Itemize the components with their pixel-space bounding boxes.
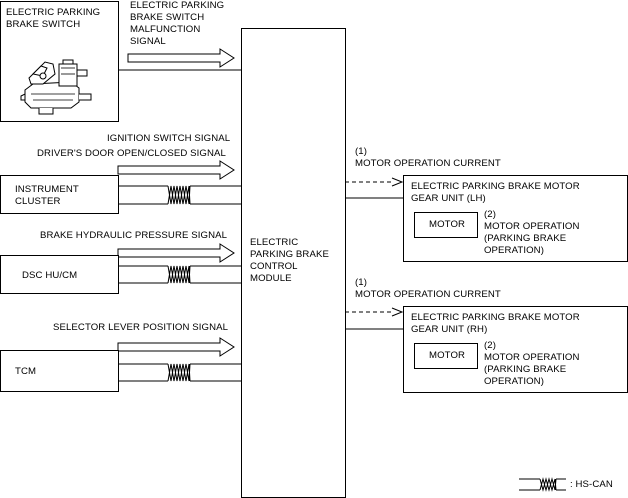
rh-motor-gear-unit-box: ELECTRIC PARKING BRAKE MOTOR GEAR UNIT (…	[403, 306, 628, 393]
hs-can-legend-label: : HS-CAN	[570, 479, 613, 490]
dsc-hu-cm-label: DSC HU/CM	[22, 270, 78, 281]
selector-lever-signal-label: SELECTOR LEVER POSITION SIGNAL	[53, 322, 229, 333]
rh-motor-label: MOTOR	[429, 350, 466, 361]
arrow-selector-lever	[117, 337, 235, 357]
lh-motor-label: MOTOR	[429, 219, 466, 230]
hs-can-legend-icon	[519, 477, 566, 492]
instrument-cluster-label: INSTRUMENT CLUSTER	[15, 184, 79, 207]
rh-unit-title: ELECTRIC PARKING BRAKE MOTOR GEAR UNIT (…	[411, 312, 580, 335]
rh-ref-number: (1)	[355, 277, 368, 288]
rh-motor-box: MOTOR	[414, 343, 478, 369]
parking-brake-switch-icon	[20, 59, 92, 115]
switch-malfunction-signal-label: ELECTRIC PARKING BRAKE SWITCH MALFUNCTIO…	[130, 0, 225, 47]
parking-brake-switch-label: ELECTRIC PARKING BRAKE SWITCH	[6, 7, 101, 30]
arrow-switch-malfunction	[127, 48, 235, 68]
lh-op-ref: (2)	[484, 209, 497, 220]
control-module-label: ELECTRIC PARKING BRAKE CONTROL MODULE	[250, 237, 329, 284]
rh-op-label: MOTOR OPERATION (PARKING BRAKE OPERATION…	[484, 352, 580, 387]
can-bus-tcm	[118, 363, 242, 382]
brake-hydraulic-signal-label: BRAKE HYDRAULIC PRESSURE SIGNAL	[40, 230, 228, 241]
arrow-ignition-door	[117, 160, 235, 180]
dsc-hu-cm-box: DSC HU/CM	[0, 255, 119, 294]
tcm-label: TCM	[15, 366, 37, 377]
instrument-cluster-box: INSTRUMENT CLUSTER	[0, 175, 119, 214]
lh-motor-gear-unit-box: ELECTRIC PARKING BRAKE MOTOR GEAR UNIT (…	[403, 175, 628, 262]
drivers-door-signal-label: DRIVER'S DOOR OPEN/CLOSED SIGNAL	[37, 148, 226, 159]
parking-brake-switch-box: ELECTRIC PARKING BRAKE SWITCH	[0, 1, 119, 122]
lh-op-label: MOTOR OPERATION (PARKING BRAKE OPERATION…	[484, 221, 580, 256]
lh-unit-title: ELECTRIC PARKING BRAKE MOTOR GEAR UNIT (…	[411, 181, 580, 204]
lh-current-label: MOTOR OPERATION CURRENT	[355, 158, 501, 169]
rh-current-label: MOTOR OPERATION CURRENT	[355, 289, 501, 300]
can-bus-instrument-cluster	[118, 185, 242, 205]
control-module-box: ELECTRIC PARKING BRAKE CONTROL MODULE	[241, 28, 346, 498]
rh-op-ref: (2)	[484, 340, 497, 351]
dashed-arrowhead-rh	[391, 307, 404, 317]
can-bus-dsc	[118, 265, 242, 284]
lh-motor-box: MOTOR	[414, 212, 478, 238]
arrow-brake-hydraulic	[117, 243, 235, 263]
ignition-switch-signal-label: IGNITION SWITCH SIGNAL	[107, 133, 231, 144]
dashed-arrowhead-lh	[391, 177, 404, 187]
tcm-box: TCM	[0, 350, 119, 392]
lh-ref-number: (1)	[355, 146, 368, 157]
